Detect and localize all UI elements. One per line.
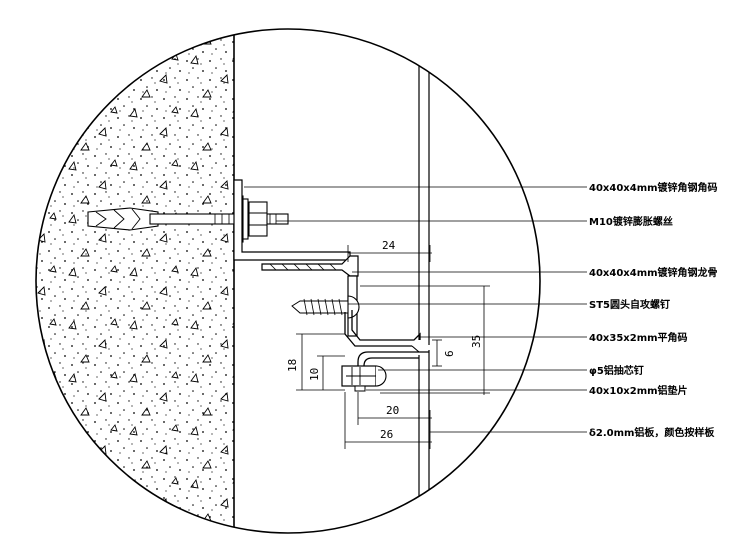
detail-circle: [35, 28, 541, 534]
dim-18: 18: [286, 359, 299, 372]
label-gasket: 40x10x2mm铝垫片: [589, 384, 688, 397]
rivet-and-gasket: [341, 365, 387, 392]
label-anchor-bolt: M10镀锌膨胀螺丝: [589, 215, 673, 228]
anchor-bolt-group: [87, 195, 289, 243]
dimension-labels: 24 35 6 18 10 20 26: [286, 239, 483, 441]
dim-26: 26: [380, 428, 393, 441]
dimension-lines: [296, 245, 490, 449]
dim-6: 6: [443, 350, 456, 357]
flat-angle-code: [344, 310, 429, 353]
concrete-wall: [36, 29, 430, 533]
dim-10: 10: [308, 368, 321, 381]
dim-20: 20: [386, 404, 399, 417]
label-angle-keel: 40x40x4mm镀锌角钢龙骨: [589, 266, 718, 279]
label-panel: δ2.0mm铝板，颜色按样板: [589, 426, 715, 439]
callout-labels: 40x40x4mm镀锌角钢角码 M10镀锌膨胀螺丝 40x40x4mm镀锌角钢龙…: [589, 181, 718, 439]
angle-keel: [261, 255, 359, 337]
angle-code-bracket: [233, 179, 351, 261]
detail-circle-group: [35, 28, 541, 534]
dim-24: 24: [382, 239, 396, 252]
label-screw: ST5圆头自攻螺钉: [589, 298, 670, 311]
self-tapping-screw: [291, 295, 360, 319]
dim-35: 35: [470, 335, 483, 348]
label-flat-code: 40x35x2mm平角码: [589, 331, 688, 344]
label-angle-code: 40x40x4mm镀锌角钢角码: [589, 181, 718, 194]
label-rivet: φ5铝抽芯钉: [589, 364, 644, 377]
leader-lines: [244, 186, 587, 433]
